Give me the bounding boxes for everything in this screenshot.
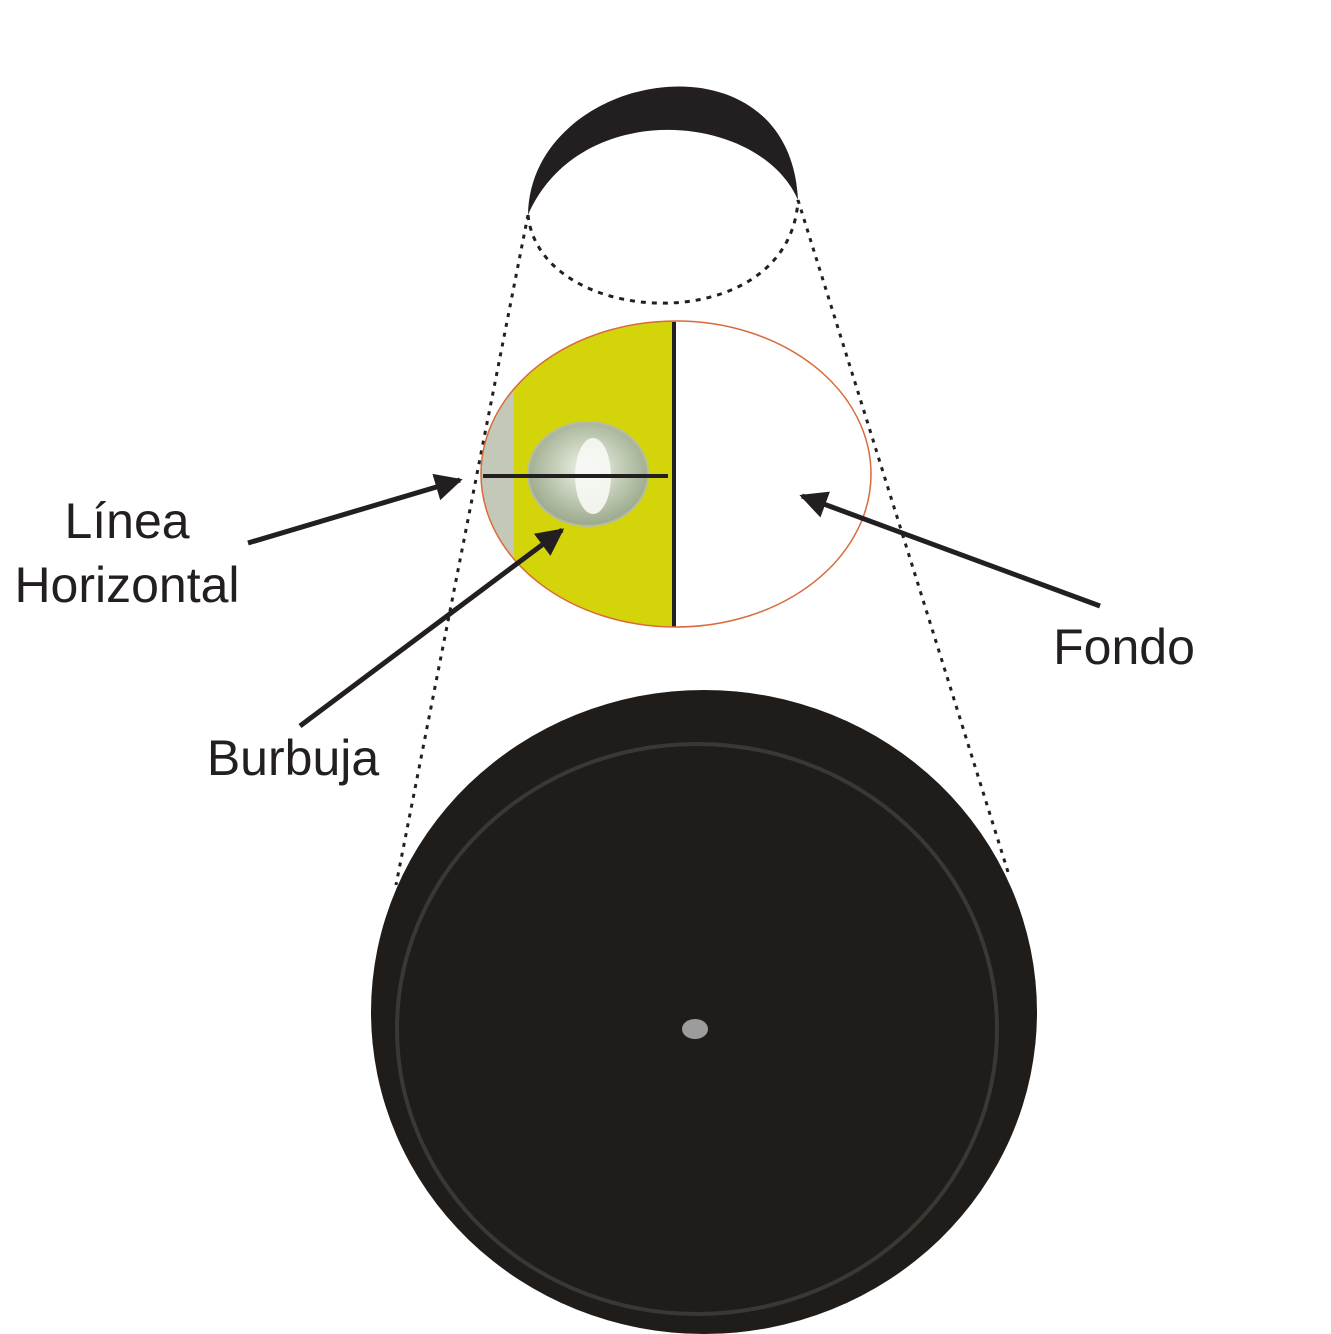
top-cap-crescent: [528, 86, 798, 215]
projection-line-right: [796, 199, 1010, 873]
label-linea-line1: Línea: [64, 493, 189, 549]
vial-outline: [480, 320, 872, 628]
top-cap-dashed-outline: [526, 199, 800, 305]
arrow-linea-horizontal: [247, 473, 463, 546]
arrow-fondo: [799, 491, 1101, 609]
projection-line-left: [394, 214, 530, 886]
label-burbuja: Burbuja: [207, 730, 380, 786]
base-disc: [371, 690, 1037, 1334]
arrow-burbuja: [298, 527, 565, 729]
base-disc-ring: [395, 742, 999, 1316]
label-linea-line2: Horizontal: [14, 557, 239, 613]
center-dot: [682, 1019, 708, 1039]
magnified-vial: [480, 320, 872, 628]
label-fondo: Fondo: [1053, 619, 1195, 675]
